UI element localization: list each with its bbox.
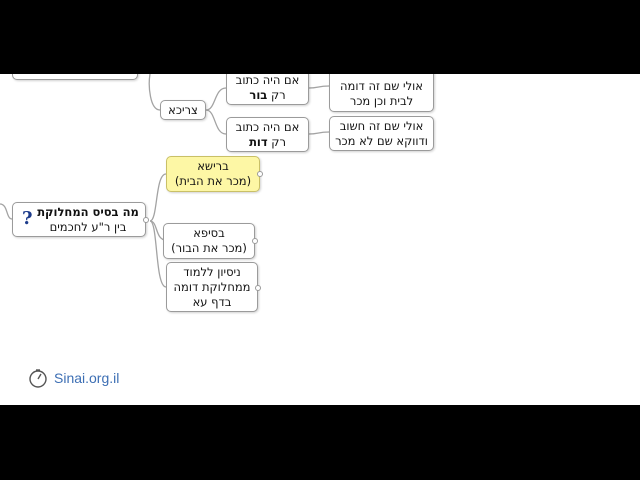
connector-root-attempt — [149, 220, 167, 288]
if-dut-bold: דות — [249, 134, 268, 149]
logo-text: Sinai.org.il — [54, 370, 120, 386]
seifa-line1: בסיפא — [193, 226, 225, 240]
connector-bor-right — [308, 85, 330, 89]
if-dut-node[interactable]: אם היה כתוב רק דות — [226, 117, 309, 152]
top-right-partial-node[interactable]: אולי שם זה דומה לבית וכן מכר — [329, 74, 434, 112]
connector-root-left — [0, 203, 13, 220]
if-bor-line2: רק בור — [249, 88, 285, 103]
attempt-expand-knob[interactable] — [255, 285, 261, 291]
root-title: מה בסיס המחלוקת — [37, 204, 139, 219]
attempt-line1: ניסיון ללמוד — [183, 264, 241, 279]
root-question-node[interactable]: ? מה בסיס המחלוקת בין ר"ע לחכמים — [12, 202, 146, 237]
top-right-line2: לבית וכן מכר — [349, 94, 414, 108]
attempt-line3: בדף עא — [192, 294, 232, 309]
connector-root-reisha — [149, 173, 167, 222]
mindmap-canvas: צריכא אם היה כתוב רק בור אם היה כתוב רק … — [0, 74, 640, 405]
root-subtitle: בין ר"ע לחכמים — [49, 219, 127, 234]
attempt-line2: ממחלוקת דומה — [173, 279, 251, 294]
maybe-important-line1: אולי שם זה חשוב — [339, 118, 424, 133]
seifa-line2: (מכר את הבור) — [171, 241, 247, 255]
reisha-line2: (מכר את הבית) — [174, 174, 252, 188]
seifa-expand-knob[interactable] — [252, 238, 258, 244]
top-left-partial-node[interactable] — [12, 74, 138, 80]
if-bor-bold: בור — [249, 87, 268, 102]
if-dut-line2: רק דות — [249, 135, 286, 150]
connector-tzricha-up — [148, 74, 161, 111]
clock-icon — [29, 369, 47, 388]
connector-tzricha-bor — [205, 87, 227, 111]
if-dut-prefix: רק — [267, 134, 286, 149]
tzricha-label: צריכא — [168, 102, 198, 117]
connector-tzricha-dut — [205, 109, 227, 135]
if-bor-node[interactable]: אם היה כתוב רק בור — [226, 74, 309, 105]
reisha-line1: ברישא — [197, 159, 229, 173]
if-bor-line1: אם היה כתוב — [235, 74, 300, 87]
attempt-node[interactable]: ניסיון ללמוד ממחלוקת דומה בדף עא — [166, 262, 258, 312]
connector-dut-right — [308, 131, 330, 135]
reisha-expand-knob[interactable] — [257, 171, 263, 177]
if-dut-line1: אם היה כתוב — [235, 119, 300, 134]
tzricha-node[interactable]: צריכא — [160, 100, 206, 120]
root-expand-knob[interactable] — [143, 217, 149, 223]
top-right-line1: אולי שם זה דומה — [340, 79, 423, 93]
connector-lines — [0, 74, 330, 288]
maybe-important-node[interactable]: אולי שם זה חשוב ודווקא שם לא מכר — [329, 116, 434, 151]
reisha-node[interactable]: ברישא (מכר את הבית) — [166, 156, 260, 192]
sinai-logo[interactable]: Sinai.org.il — [28, 368, 119, 388]
maybe-important-line2: ודווקא שם לא מכר — [335, 133, 428, 148]
seifa-node[interactable]: בסיפא (מכר את הבור) — [163, 223, 255, 259]
if-bor-prefix: רק — [267, 87, 286, 102]
question-mark-icon: ? — [22, 208, 33, 229]
